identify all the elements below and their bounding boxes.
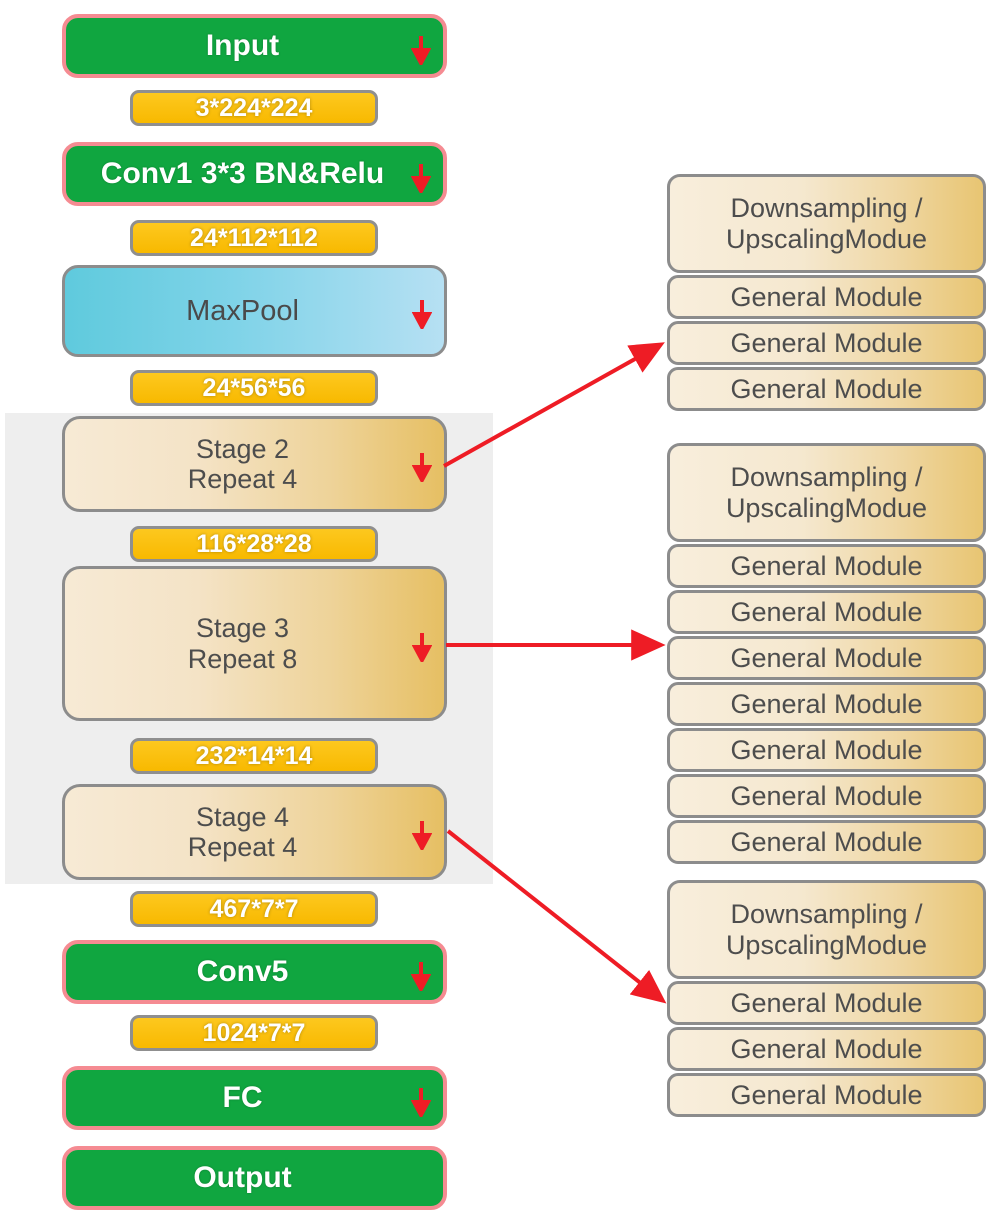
general-module[interactable]: General Module xyxy=(667,544,986,588)
module-label: Downsampling / UpscalingModue xyxy=(725,462,928,523)
pipeline-node-t4[interactable]: 116*28*28 xyxy=(130,526,378,562)
down-arrow-icon xyxy=(411,820,433,853)
module-label: Downsampling / UpscalingModue xyxy=(725,899,928,960)
down-arrow-icon xyxy=(410,35,432,68)
pipeline-node-label: MaxPool xyxy=(186,294,299,327)
module-label: General Module xyxy=(730,281,923,312)
module-label: General Module xyxy=(730,734,923,765)
pipeline-node-label: 24*56*56 xyxy=(202,374,306,402)
pipeline-node-t5[interactable]: 232*14*14 xyxy=(130,738,378,774)
module-label: General Module xyxy=(730,780,923,811)
downsampling-upscaling-module[interactable]: Downsampling / UpscalingModue xyxy=(667,880,986,979)
down-arrow-icon xyxy=(411,299,433,332)
pipeline-node-stage3[interactable]: Stage 3 Repeat 8 xyxy=(62,566,447,721)
down-arrow-icon xyxy=(411,452,433,485)
general-module[interactable]: General Module xyxy=(667,981,986,1025)
pipeline-node-label: Stage 3 Repeat 8 xyxy=(187,613,298,674)
pipeline-node-conv1[interactable]: Conv1 3*3 BN&Relu xyxy=(62,142,447,206)
general-module[interactable]: General Module xyxy=(667,275,986,319)
pipeline-node-stage2[interactable]: Stage 2 Repeat 4 xyxy=(62,416,447,512)
pipeline-node-label: Output xyxy=(193,1161,292,1195)
pipeline-node-input[interactable]: Input xyxy=(62,14,447,78)
pipeline-node-label: 3*224*224 xyxy=(195,94,313,122)
pipeline-node-label: 467*7*7 xyxy=(209,895,299,923)
module-label: General Module xyxy=(730,688,923,719)
general-module[interactable]: General Module xyxy=(667,1027,986,1071)
down-arrow-icon xyxy=(410,163,432,196)
pipeline-node-label: Conv1 3*3 BN&Relu xyxy=(100,157,385,191)
module-label: General Module xyxy=(730,642,923,673)
module-label: General Module xyxy=(730,373,923,404)
module-label: General Module xyxy=(730,987,923,1018)
down-arrow-icon xyxy=(410,1087,432,1120)
module-label: General Module xyxy=(730,1079,923,1110)
pipeline-node-t7[interactable]: 1024*7*7 xyxy=(130,1015,378,1051)
general-module[interactable]: General Module xyxy=(667,321,986,365)
module-label: General Module xyxy=(730,1033,923,1064)
general-module[interactable]: General Module xyxy=(667,682,986,726)
pipeline-node-output[interactable]: Output xyxy=(62,1146,447,1210)
module-label: General Module xyxy=(730,596,923,627)
downsampling-upscaling-module[interactable]: Downsampling / UpscalingModue xyxy=(667,443,986,542)
general-module[interactable]: General Module xyxy=(667,590,986,634)
general-module[interactable]: General Module xyxy=(667,367,986,411)
general-module[interactable]: General Module xyxy=(667,1073,986,1117)
pipeline-node-label: 232*14*14 xyxy=(195,742,313,770)
pipeline-node-conv5[interactable]: Conv5 xyxy=(62,940,447,1004)
pipeline-node-fc[interactable]: FC xyxy=(62,1066,447,1130)
pipeline-node-stage4[interactable]: Stage 4 Repeat 4 xyxy=(62,784,447,880)
pipeline-node-label: Input xyxy=(205,29,280,63)
down-arrow-icon xyxy=(410,961,432,994)
pipeline-node-label: 1024*7*7 xyxy=(202,1019,306,1047)
pipeline-node-label: Stage 4 Repeat 4 xyxy=(187,801,298,862)
general-module[interactable]: General Module xyxy=(667,820,986,864)
pipeline-node-label: 24*112*112 xyxy=(190,224,318,252)
pipeline-node-t2[interactable]: 24*112*112 xyxy=(130,220,378,256)
down-arrow-icon xyxy=(411,632,433,665)
general-module[interactable]: General Module xyxy=(667,774,986,818)
general-module[interactable]: General Module xyxy=(667,728,986,772)
pipeline-node-label: FC xyxy=(222,1081,263,1115)
downsampling-upscaling-module[interactable]: Downsampling / UpscalingModue xyxy=(667,174,986,273)
module-label: Downsampling / UpscalingModue xyxy=(725,193,928,254)
pipeline-node-t6[interactable]: 467*7*7 xyxy=(130,891,378,927)
general-module[interactable]: General Module xyxy=(667,636,986,680)
pipeline-node-maxpool[interactable]: MaxPool xyxy=(62,265,447,357)
pipeline-node-label: 116*28*28 xyxy=(196,530,312,558)
pipeline-node-label: Stage 2 Repeat 4 xyxy=(187,433,298,494)
pipeline-node-label: Conv5 xyxy=(196,955,289,989)
pipeline-node-t3[interactable]: 24*56*56 xyxy=(130,370,378,406)
module-label: General Module xyxy=(730,327,923,358)
module-label: General Module xyxy=(730,550,923,581)
pipeline-node-t1[interactable]: 3*224*224 xyxy=(130,90,378,126)
module-label: General Module xyxy=(730,826,923,857)
